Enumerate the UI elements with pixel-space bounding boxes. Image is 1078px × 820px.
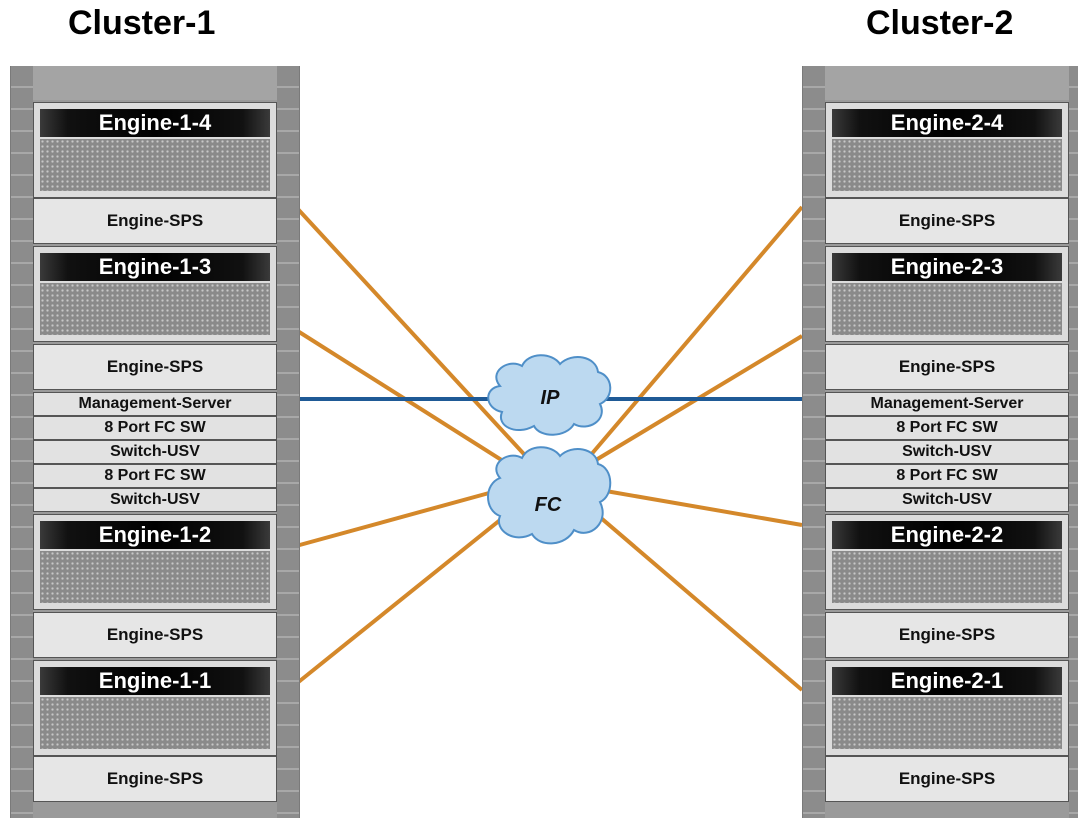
cluster-2-rack: Engine-2-4 Engine-SPS Engine-2-3 Engine-… [802, 66, 1078, 818]
engine-unit: Engine-2-3 [825, 246, 1069, 342]
fc-link [576, 205, 804, 472]
engine-sps: Engine-SPS [33, 756, 277, 802]
engine-unit: Engine-1-2 [33, 514, 277, 610]
switch-usv-slot: Switch-USV [825, 488, 1069, 512]
engine-label: Engine-2-4 [890, 110, 1004, 135]
engine-sps: Engine-SPS [825, 198, 1069, 244]
engine-unit: Engine-2-1 [825, 660, 1069, 756]
rack-top-cap [825, 66, 1069, 100]
rack-rail [1069, 66, 1078, 818]
fc-switch-slot: 8 Port FC SW [33, 416, 277, 440]
engine-label: Engine-1-1 [98, 668, 212, 693]
engine-sps: Engine-SPS [33, 344, 277, 390]
fc-cloud [487, 446, 612, 545]
fc-link [294, 205, 548, 480]
engine-unit: Engine-1-1 [33, 660, 277, 756]
rack-rail [803, 66, 825, 818]
engine-label: Engine-1-4 [98, 110, 212, 135]
switch-usv-slot: Switch-USV [33, 488, 277, 512]
rack-rail [277, 66, 299, 818]
fc-link [564, 334, 804, 480]
engine-label: Engine-2-3 [890, 254, 1004, 279]
ip-cloud [487, 354, 612, 436]
management-server-slot: Management-Server [825, 392, 1069, 416]
engine-sps: Engine-SPS [825, 756, 1069, 802]
cluster-2-title: Cluster-2 [866, 4, 1014, 42]
engine-label: Engine-1-3 [98, 254, 212, 279]
engine-label: Engine-2-2 [890, 522, 1004, 547]
cluster-1-title: Cluster-1 [68, 4, 216, 42]
engine-label: Engine-2-1 [890, 668, 1004, 693]
engine-unit: Engine-2-4 [825, 102, 1069, 198]
management-server-slot: Management-Server [33, 392, 277, 416]
fc-switch-slot: 8 Port FC SW [825, 416, 1069, 440]
fc-switch-slot: 8 Port FC SW [33, 464, 277, 488]
rack-rail [11, 66, 33, 818]
engine-label: Engine-1-2 [98, 522, 212, 547]
rack-top-cap [33, 66, 277, 100]
cluster-1-rack: Engine-1-4 Engine-SPS Engine-1-3 Engine-… [10, 66, 300, 818]
engine-unit: Engine-2-2 [825, 514, 1069, 610]
engine-unit: Engine-1-4 [33, 102, 277, 198]
engine-sps: Engine-SPS [33, 198, 277, 244]
fc-switch-slot: 8 Port FC SW [825, 464, 1069, 488]
fc-link [592, 510, 804, 692]
engine-sps: Engine-SPS [825, 612, 1069, 658]
switch-usv-slot: Switch-USV [33, 440, 277, 464]
fc-link [295, 488, 501, 548]
engine-sps: Engine-SPS [33, 612, 277, 658]
engine-sps: Engine-SPS [825, 344, 1069, 390]
fc-link [294, 510, 512, 686]
ip-cloud-label: IP [540, 387, 560, 409]
fc-cloud-label: FC [534, 494, 562, 516]
fc-link [294, 328, 532, 480]
switch-usv-slot: Switch-USV [825, 440, 1069, 464]
fc-link [599, 488, 803, 527]
engine-unit: Engine-1-3 [33, 246, 277, 342]
